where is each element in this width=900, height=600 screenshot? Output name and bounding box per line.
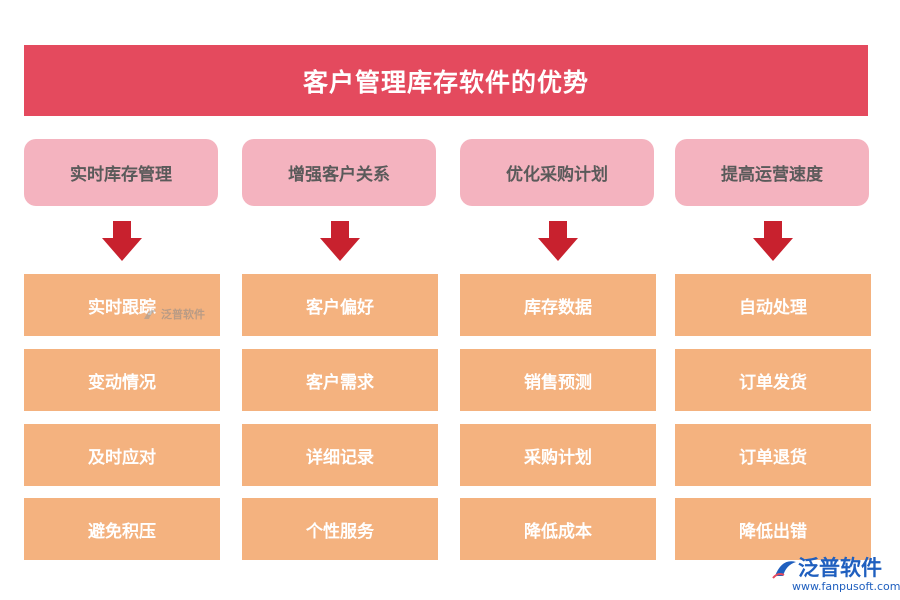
down-arrow-icon	[320, 221, 360, 261]
list-item: 自动处理	[675, 274, 871, 336]
list-item: 库存数据	[460, 274, 656, 336]
brand-logo-icon	[772, 561, 796, 579]
brand-logo: 泛普软件 www.fanpusoft.com	[768, 552, 900, 596]
list-item: 客户需求	[242, 349, 438, 411]
watermark-logo-icon	[144, 310, 156, 319]
down-arrow-icon	[538, 221, 578, 261]
list-item: 采购计划	[460, 424, 656, 486]
column-header: 增强客户关系	[242, 139, 436, 206]
brand-url: www.fanpusoft.com	[792, 580, 900, 593]
column-header: 提高运营速度	[675, 139, 869, 206]
list-item: 个性服务	[242, 498, 438, 560]
column-header: 实时库存管理	[24, 139, 218, 206]
watermark: 泛普软件	[142, 306, 205, 322]
list-item: 变动情况	[24, 349, 220, 411]
list-item: 客户偏好	[242, 274, 438, 336]
list-item: 避免积压	[24, 498, 220, 560]
list-item: 详细记录	[242, 424, 438, 486]
list-item: 降低出错	[675, 498, 871, 560]
list-item: 实时跟踪	[24, 274, 220, 336]
list-item: 销售预测	[460, 349, 656, 411]
list-item: 订单退货	[675, 424, 871, 486]
list-item: 降低成本	[460, 498, 656, 560]
brand-name: 泛普软件	[798, 556, 882, 580]
list-item: 订单发货	[675, 349, 871, 411]
list-item: 及时应对	[24, 424, 220, 486]
down-arrow-icon	[102, 221, 142, 261]
column-header: 优化采购计划	[460, 139, 654, 206]
diagram-title: 客户管理库存软件的优势	[24, 45, 868, 116]
down-arrow-icon	[753, 221, 793, 261]
watermark-text: 泛普软件	[161, 308, 205, 321]
